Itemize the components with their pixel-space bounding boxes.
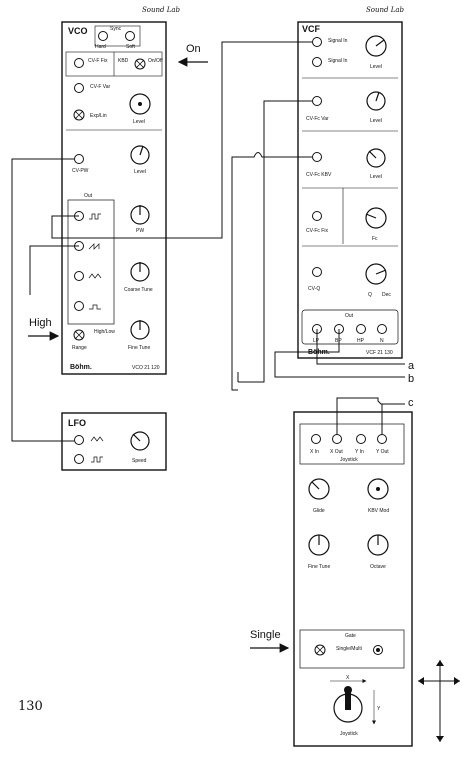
annotation-b: b [408,373,414,385]
annotation-a: a [408,360,415,372]
vcf-dec-label: Dec [382,292,391,298]
joy-joystick-section-label: Joystick [340,457,358,463]
joy-x-in-label: X In [310,449,319,455]
vco-range-label: Range [72,345,87,351]
joystick-module: X In X Out Y In Y Out Joystick Glide KBV… [293,411,413,747]
vcf-cv-fc-fix-jack[interactable] [312,211,322,221]
vco-sync-soft-jack[interactable] [125,31,135,41]
vcf-module: Sound Lab VCF Signal In Signal In Level … [297,6,405,359]
vco-cv-pw-jack[interactable] [74,154,84,164]
annotation-on: On [186,43,201,55]
vcf-n-jack[interactable] [377,324,387,334]
vcf-fc-label: Fc [372,236,378,242]
patch-cables [11,41,405,442]
joy-octave-label: Octave [370,564,386,570]
vcf-signal-in-1-jack[interactable] [312,37,322,47]
joy-y-in-jack[interactable] [356,434,366,444]
lfo-module: LFO Speed [61,412,167,471]
vco-module: Sound Lab VCO Sync Hard Soft CV-F Fix KB… [61,6,181,375]
vco-exp-lin-label: Exp/Lin [90,113,107,119]
vco-cv-pw-level-label: Level [134,169,146,175]
lfo-speed-label: Speed [132,458,147,464]
joy-x-axis-label: X [346,675,350,681]
vcf-lp-label: LP [313,338,320,344]
lfo-title: LFO [68,418,86,428]
vco-cv-f-fix-label: CV-F Fix [88,58,108,64]
vco-hard-label: Hard [95,44,106,50]
joy-glide-label: Glide [313,508,325,514]
lfo-pulse-jack[interactable] [74,454,84,464]
vcf-hp-jack[interactable] [356,324,366,334]
vcf-q-label: Q [368,292,372,298]
vco-cv-f-fix-jack[interactable] [74,58,84,68]
vco-level-label: Level [133,119,145,125]
joy-x-out-label: X Out [330,449,343,455]
joy-y-axis-label: Y [377,706,381,712]
vco-cv-pw-label: CV-PW [72,168,89,174]
joy-joystick-label: Joystick [340,731,358,737]
vcf-signal-level-label: Level [370,64,382,70]
vcf-model: VCF 21 130 [366,350,393,356]
vco-fine-tune-label: Fine Tune [128,345,150,351]
vco-cv-f-var-jack[interactable] [74,83,84,93]
vco-out-rect-jack[interactable] [74,301,84,311]
vco-on-off-label: On/Off [148,58,163,64]
page-number: 130 [18,699,43,714]
vco-sync-hard-jack[interactable] [98,31,108,41]
vcf-signal-in-2-jack[interactable] [312,57,322,67]
vco-kbd-label: KBD [118,58,129,64]
joy-gate-label: Gate [345,633,356,639]
lfo-triangle-jack[interactable] [74,435,84,445]
joy-x-in-jack[interactable] [311,434,321,444]
vco-kbd-switch[interactable] [134,58,146,70]
vcf-cv-fc-kbv-label: CV-Fc KBV [306,172,332,178]
vcf-hp-label: HP [357,338,365,344]
vco-out-triangle-jack[interactable] [74,271,84,281]
vco-sync-label: Sync [110,26,122,32]
vco-coarse-tune-label: Coarse Tune [124,287,153,293]
vco-pw-label: PW [136,228,144,234]
vcf-brand: Sound Lab [366,6,405,14]
joy-single-multi-label: Single/Multi [336,646,362,652]
joy-kbv-mod-label: KBV Mod [368,508,389,514]
vco-out-label: Out [84,193,93,199]
vcf-cv-q-label: CV-Q [308,286,320,292]
joy-x-out-jack[interactable] [332,434,342,444]
vcf-cv-fc-var-label: CV-Fc Var [306,116,329,122]
vco-high-low-label: High/Low [94,329,115,335]
vco-cv-f-var-label: CV-F Var [90,84,111,90]
vco-title: VCO [68,26,88,36]
vco-maker: Böhm. [70,364,92,371]
vcf-cv-fc-var-jack[interactable] [312,96,322,106]
vcf-cv-fc-kbv-level-label: Level [370,174,382,180]
vco-brand: Sound Lab [142,6,181,14]
vcf-signal-in-1-label: Signal In [328,38,348,44]
joy-y-out-jack[interactable] [377,434,387,444]
vcf-n-label: N [380,338,384,344]
joy-y-in-label: Y In [355,449,364,455]
joy-y-out-label: Y Out [376,449,389,455]
vco-soft-label: Soft [126,44,136,50]
annotations: On High Single a b c 130 [18,43,460,742]
vcf-cv-q-jack[interactable] [312,267,322,277]
vcf-cv-fc-kbv-jack[interactable] [312,152,322,162]
vcf-out-label: Out [345,313,354,319]
vcf-title: VCF [302,24,321,34]
vcf-cv-fc-fix-label: CV-Fc Fix [306,228,328,234]
annotation-high: High [29,317,52,329]
vcf-cv-fc-var-level-label: Level [370,118,382,124]
joy-fine-tune-label: Fine Tune [308,564,330,570]
annotation-single: Single [250,629,281,641]
joystick-lever[interactable] [345,690,351,710]
vco-model: VCO 21 120 [132,365,160,371]
vcf-signal-in-2-label: Signal In [328,58,348,64]
annotation-c: c [408,397,414,409]
